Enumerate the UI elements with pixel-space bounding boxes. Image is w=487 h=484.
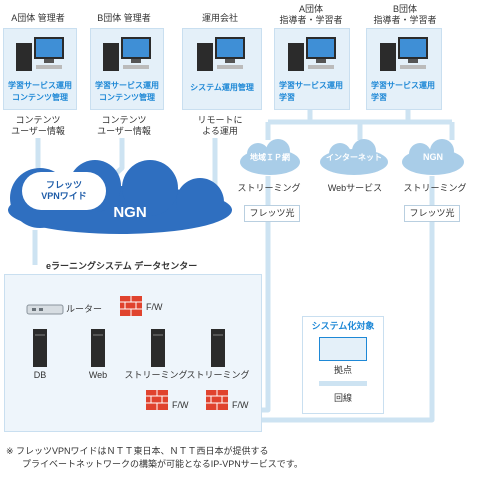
legend-node-label: 拠点 xyxy=(333,365,352,375)
cloud-label-ngn-small: NGN xyxy=(423,152,443,162)
datacenter-title: eラーニングシステム データセンター xyxy=(46,261,198,271)
legend-line-label: 回線 xyxy=(333,393,352,403)
client-title: A団体 管理者 xyxy=(11,13,65,23)
client-card: 学習サービス運用 コンテンツ管理 xyxy=(90,28,164,110)
legend-title: システム化対象 xyxy=(311,321,375,331)
server-web-icon xyxy=(91,329,105,367)
fw-left-label: F/W xyxy=(172,400,189,410)
firewall-icon xyxy=(146,390,168,410)
client-card: 学習サービス運用 学習 xyxy=(274,28,350,110)
ngn-big-label: NGN xyxy=(113,204,147,221)
client-card: 学習サービス運用 コンテンツ管理 xyxy=(3,28,77,110)
client-title: A団体 指導者・学習者 xyxy=(279,4,343,25)
client-line1: 学習サービス運用 xyxy=(8,81,72,90)
legend-line-swatch xyxy=(319,381,367,386)
server-label: ストリーミング xyxy=(186,370,250,380)
client-line2: コンテンツ管理 xyxy=(12,93,68,102)
cloud-label-regional-ip: 地域ＩＰ網 xyxy=(250,153,290,162)
client-service: コンテンツ ユーザー情報 xyxy=(11,115,65,136)
legend-box: システム化対象 拠点 回線 xyxy=(302,316,384,414)
client-line1: 学習サービス運用 xyxy=(95,81,159,90)
fw-main-label: F/W xyxy=(146,302,163,312)
server-label: Web xyxy=(88,370,108,380)
client-title: B団体 管理者 xyxy=(97,13,151,23)
cloud-ngn-small xyxy=(402,139,464,175)
footnote-line2: プライベートネットワークの構築が可能となるIP-VPNサービスです。 xyxy=(22,459,303,469)
caption-regional-ip: ストリーミング xyxy=(237,183,301,193)
computer-icon xyxy=(288,37,336,71)
client-line1: システム運用管理 xyxy=(190,83,254,92)
client-card: システム運用管理 xyxy=(182,28,262,110)
footnote-line1: ※ フレッツVPNワイドはＮＴＴ東日本、ＮＴＴ西日本が提供する xyxy=(6,446,269,456)
computer-icon xyxy=(16,37,64,71)
firewall-icon xyxy=(206,390,228,410)
caption-ngn-small: ストリーミング xyxy=(403,183,467,193)
client-service: リモートに よる運用 xyxy=(197,115,243,136)
client-line2: 学習 xyxy=(279,93,295,102)
server-label: ストリーミング xyxy=(124,370,188,380)
caption-internet: Webサービス xyxy=(327,183,383,193)
cloud-internet xyxy=(320,139,388,175)
client-line2: 学習 xyxy=(371,93,387,102)
firewall-icon xyxy=(120,296,142,316)
legend-node-swatch xyxy=(319,337,367,361)
client-service: コンテンツ ユーザー情報 xyxy=(97,115,151,136)
client-card: 学習サービス運用 学習 xyxy=(366,28,442,110)
server-streaming-1-icon xyxy=(151,329,165,367)
server-db-icon xyxy=(33,329,47,367)
cloud-label-internet: インターネット xyxy=(326,153,382,162)
cloud-regional-ip xyxy=(240,139,300,175)
flets-hikari-box-2: フレッツ光 xyxy=(404,205,460,222)
server-streaming-2-icon xyxy=(211,329,225,367)
computer-icon xyxy=(380,37,428,71)
flets-vpn-label: フレッツ VPNワイド xyxy=(41,180,87,201)
computer-icon xyxy=(103,37,151,71)
client-line1: 学習サービス運用 xyxy=(279,81,343,90)
client-title: 運用会社 xyxy=(201,13,238,23)
router-label: ルーター xyxy=(66,304,103,314)
client-line1: 学習サービス運用 xyxy=(371,81,435,90)
computer-icon xyxy=(197,37,245,71)
fw-right-label: F/W xyxy=(232,400,249,410)
router-icon xyxy=(26,304,64,315)
server-label: DB xyxy=(33,370,47,380)
client-title: B団体 指導者・学習者 xyxy=(373,4,437,25)
flets-vpn-badge xyxy=(22,172,106,210)
client-line2: コンテンツ管理 xyxy=(99,93,155,102)
flets-hikari-box-1: フレッツ光 xyxy=(244,205,300,222)
